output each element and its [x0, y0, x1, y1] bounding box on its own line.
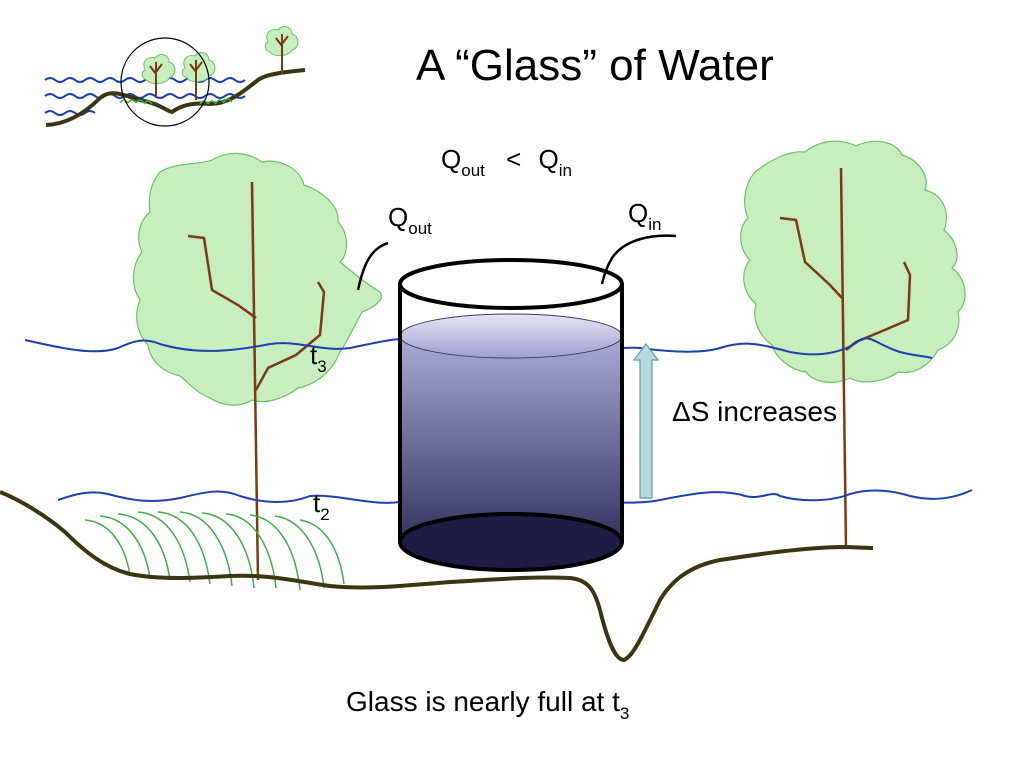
thumbnail-landscape [44, 26, 306, 127]
qout-leader-line [356, 241, 389, 291]
qout-label-subscript: out [408, 219, 432, 238]
equation-q-right: Q [538, 144, 559, 174]
thumbnail-tree [264, 26, 299, 74]
thumbnail-tree [181, 52, 216, 100]
slide-title: A “Glass” of Water [416, 41, 774, 90]
t2-label-subscript: 2 [320, 505, 330, 524]
thumbnail-tree [141, 54, 176, 98]
caption-subscript: 3 [619, 704, 630, 723]
thumbnail-ground [45, 68, 306, 127]
equation-in-subscript: in [558, 161, 572, 180]
glass-water-body [400, 336, 622, 570]
storage-increase-arrow [632, 343, 660, 499]
qin-label-q: Q [628, 198, 649, 228]
t2-label-t: t [313, 488, 321, 518]
qin-leader-line [600, 234, 677, 285]
qout-label: Qout [388, 204, 432, 237]
glass-bottom [398, 512, 624, 572]
glass-cylinder [398, 258, 624, 572]
right-tree-foliage [740, 140, 966, 383]
flux-equation: Qout < Qin [441, 146, 572, 179]
left-tree-foliage [132, 152, 382, 406]
equation-out-subscript: out [461, 161, 485, 180]
qout-label-q: Q [388, 202, 409, 232]
glass-water-surface [399, 313, 623, 359]
caption-text: Glass is nearly full at t [346, 686, 620, 717]
right-tree [740, 140, 966, 549]
t3-label-t: t [310, 340, 318, 370]
glass-rim [398, 258, 624, 310]
thumbnail-water-lines [44, 77, 246, 116]
slide-caption: Glass is nearly full at t3 [346, 686, 630, 723]
thumbnail-grass [119, 98, 233, 105]
qin-label-subscript: in [648, 215, 662, 234]
storage-change-label: ΔS increases [672, 396, 837, 427]
qin-label: Qin [628, 200, 661, 233]
thumbnail-focus-circle [120, 37, 210, 127]
equation-operator: < [506, 144, 522, 174]
t2-label: t2 [313, 490, 330, 523]
t3-label: t3 [310, 342, 327, 375]
equation-q-left: Q [441, 144, 462, 174]
t3-label-subscript: 3 [317, 357, 327, 376]
ground-surface [0, 490, 874, 663]
